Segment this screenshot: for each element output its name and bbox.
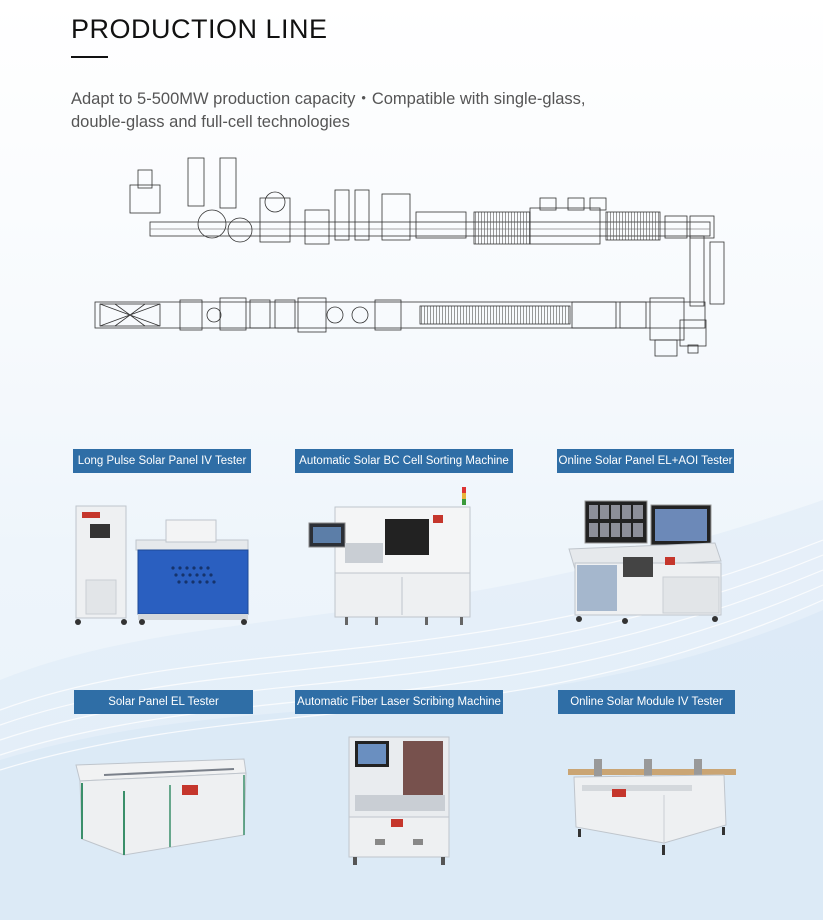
el-aoi-tester-image [568,500,722,624]
product-label-module-iv-tester: Online Solar Module IV Tester [558,690,735,714]
title-underline [71,56,108,58]
subtitle-line-2: double-glass and full-cell technologies [71,113,350,131]
product-label-fiber-laser-scribing-machine: Automatic Fiber Laser Scribing Machine [295,690,503,714]
bc-cell-sorting-machine-image [308,487,471,625]
product-label-bc-cell-sorting-machine: Automatic Solar BC Cell Sorting Machine [295,449,513,473]
subtitle-line-1: Adapt to 5-500MW production capacity・Com… [71,90,586,108]
long-pulse-iv-tester-image [75,505,249,625]
section-subtitle: Adapt to 5-500MW production capacity・Com… [71,88,631,134]
production-line-diagram [94,157,725,357]
module-iv-tester-image [568,759,736,855]
product-label-el-tester: Solar Panel EL Tester [74,690,253,714]
product-label-el-aoi-tester: Online Solar Panel EL+AOI Tester [557,449,734,473]
product-label-long-pulse-iv-tester: Long Pulse Solar Panel IV Tester [73,449,251,473]
el-tester-image [75,758,247,856]
fiber-laser-scribing-machine-image [348,736,450,865]
page-title: PRODUCTION LINE [71,14,328,44]
